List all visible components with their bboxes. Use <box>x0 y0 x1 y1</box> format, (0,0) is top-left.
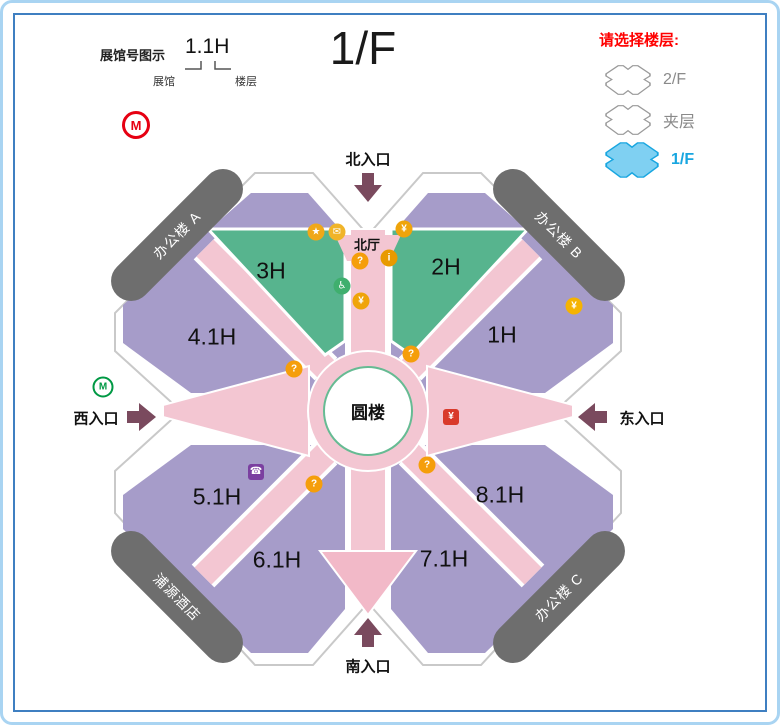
phone-icon: ☎ <box>248 464 264 480</box>
question-icon: ? <box>285 360 303 378</box>
office-building-a <box>111 169 243 301</box>
round-building-label: 圆楼 <box>351 403 385 423</box>
west-entrance-arrow-icon <box>127 403 156 431</box>
west-corridor <box>162 364 310 458</box>
question-icon: ? <box>351 252 369 270</box>
floor-option-1[interactable]: 夹层 <box>599 100 759 140</box>
question-icon: ? <box>418 456 436 474</box>
message-icon: ✉ <box>328 223 346 241</box>
hall-label-61h: 6.1H <box>252 546 302 573</box>
floor-1f-icon <box>605 142 659 178</box>
south-corridor <box>349 462 387 556</box>
diagonal-corridors <box>191 236 545 588</box>
hall-label-71h: 7.1H <box>419 545 469 572</box>
floor-2f-icon <box>605 65 651 95</box>
service-icon: i <box>380 249 398 267</box>
floor-option-label: 夹层 <box>663 114 696 131</box>
floor-option-0[interactable]: 2/F <box>599 60 759 100</box>
floor-option-label: 1/F <box>671 151 695 168</box>
question-icon: ? <box>402 345 420 363</box>
shopping-icon: ¥ <box>352 292 370 310</box>
star-icon: ★ <box>307 223 325 241</box>
metro-icon: M <box>122 111 150 139</box>
office-building-b <box>493 169 625 301</box>
floor-selector: 请选择楼层: 2/F 夹层 1/F <box>599 29 759 180</box>
hall-label-3h: 3H <box>256 257 286 284</box>
floor-selector-title: 请选择楼层: <box>599 32 679 49</box>
hall-code-example: 1.1H <box>185 35 230 58</box>
atm-icon: ¥ <box>443 409 459 425</box>
hall-label-1h: 1H <box>487 321 517 348</box>
hall-region-3h <box>204 227 347 357</box>
east-corridor <box>426 364 574 458</box>
north-entrance-arrow-icon <box>354 173 382 202</box>
office-building-c <box>493 531 625 663</box>
west-entrance-label: 西入口 <box>73 410 119 428</box>
shopping-icon: ¥ <box>395 220 413 238</box>
floor-mezzanine-icon <box>605 105 651 135</box>
south-entrance-arrow-icon <box>354 618 382 647</box>
legend-connector-lines <box>185 61 231 70</box>
hall-label-51h: 5.1H <box>192 483 242 510</box>
north-hall-label: 北厅 <box>353 237 381 253</box>
legend-hall-label: 展馆 <box>153 76 175 88</box>
hall-label-81h: 8.1H <box>475 481 525 508</box>
legend-title: 展馆号图示 <box>100 48 166 63</box>
hall-label-2h: 2H <box>431 253 461 280</box>
shopping-icon: ¥ <box>565 297 583 315</box>
floor-map <box>111 169 625 666</box>
hotel-building <box>111 531 243 663</box>
metro-station-icon: M <box>92 376 114 398</box>
floor-option-label: 2/F <box>663 71 687 88</box>
accessible-icon: ♿ <box>333 277 351 295</box>
east-entrance-label: 东入口 <box>619 410 665 428</box>
round-building <box>323 366 413 456</box>
legend-floor-label: 楼层 <box>235 76 257 88</box>
question-icon: ? <box>305 475 323 493</box>
page-title: 1/F <box>329 22 397 74</box>
south-entry-plaza <box>318 550 418 617</box>
east-entrance-arrow-icon <box>578 403 607 431</box>
south-entrance-label: 南入口 <box>345 658 391 676</box>
hall-label-41h: 4.1H <box>187 323 237 350</box>
hall-region-2h <box>389 227 532 357</box>
floor-option-2[interactable]: 1/F <box>599 140 759 180</box>
north-entrance-label: 北入口 <box>345 151 391 169</box>
